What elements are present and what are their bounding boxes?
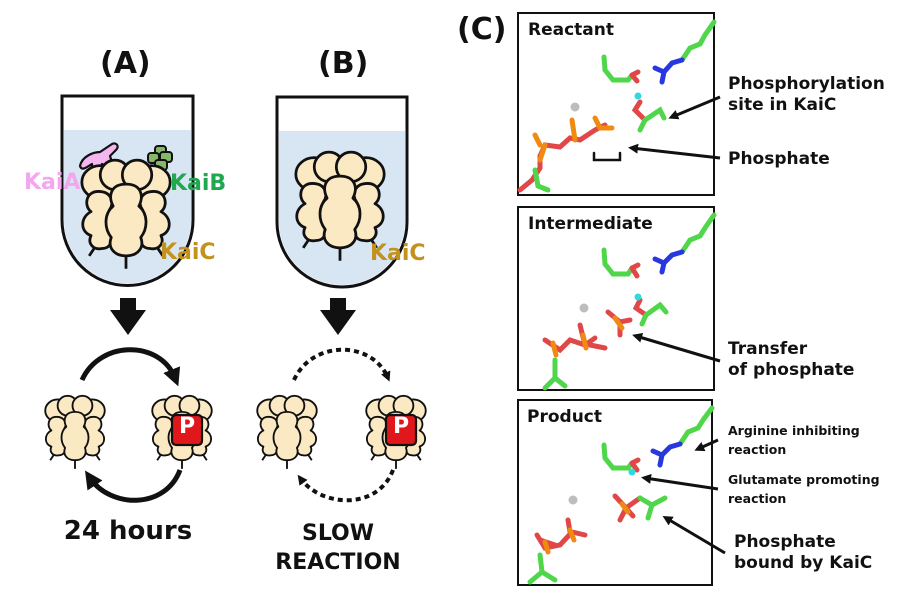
- cycle-b: [257, 347, 426, 503]
- arrow-phosphorylation-site: [668, 95, 721, 120]
- down-arrow-icon: [320, 298, 356, 335]
- intermediate-box: [517, 206, 715, 391]
- note-line: reaction: [728, 442, 787, 458]
- note-line: site in KaiC: [728, 95, 837, 116]
- kaic-label: KaiC: [370, 241, 426, 266]
- note-phosphate-bound: Phosphate bound by KaiC: [734, 532, 872, 575]
- note-phosphate: Phosphate: [728, 149, 830, 169]
- intermediate-molecule-model: [542, 212, 717, 391]
- phospho-badge-label: P: [392, 414, 410, 439]
- phospho-badge: [384, 413, 418, 447]
- note-phosphorylation-site: Phosphorylation site in KaiC: [728, 74, 885, 117]
- cycle-b-caption-line1: SLOW: [301, 521, 375, 546]
- note-line: Transfer: [728, 339, 808, 359]
- reactant-title: Reactant: [528, 20, 614, 40]
- note-line: Glutamate promoting: [728, 472, 880, 487]
- arrow-glutamate: [641, 473, 719, 491]
- note-line: Phosphate: [734, 532, 836, 552]
- product-title: Product: [527, 407, 602, 427]
- kaic-unphosphorylated-icon: [45, 396, 105, 469]
- arrow-transfer: [632, 332, 721, 363]
- annotation-arrows: [628, 95, 726, 555]
- cycle-a-caption: 24 hours: [63, 516, 193, 546]
- panel-b-label: (B): [318, 46, 369, 81]
- intermediate-title: Intermediate: [528, 214, 653, 234]
- phospho-badge-label: P: [178, 414, 196, 439]
- arrow-phosphate: [628, 143, 721, 160]
- note-arginine-inhibiting: Arginine inhibiting reaction: [728, 421, 860, 460]
- kaic-unphosphorylated-icon: [257, 396, 317, 469]
- note-transfer-of-phosphate: Transfer of phosphate: [728, 339, 854, 382]
- cycle-b-caption: SLOW REACTION: [258, 520, 418, 577]
- note-line: bound by KaiC: [734, 553, 873, 574]
- panel-a-label: (A): [100, 46, 151, 81]
- phospho-badge: [170, 413, 204, 447]
- reactant-box: [517, 12, 715, 196]
- note-line: of phosphate: [728, 360, 855, 381]
- kaib-label: KaiB: [170, 171, 227, 196]
- arrow-arginine: [694, 438, 719, 452]
- note-line: Phosphorylation: [728, 74, 885, 94]
- note-line: Arginine inhibiting: [728, 423, 860, 438]
- kaia-label: KaiA: [24, 170, 81, 195]
- arrow-phosphate-bound: [662, 515, 726, 555]
- reactant-molecule-model: [517, 19, 717, 193]
- note-line: reaction: [728, 491, 787, 507]
- panel-c-label: (C): [457, 12, 507, 47]
- product-box: [517, 399, 713, 586]
- cycle-a: [45, 347, 212, 503]
- kaic-label: KaiC: [160, 240, 216, 265]
- product-molecule-model: [527, 405, 715, 585]
- cycle-b-caption-line2: REACTION: [275, 549, 401, 575]
- down-arrow-icon: [110, 298, 146, 335]
- note-glutamate-promoting: Glutamate promoting reaction: [728, 470, 880, 509]
